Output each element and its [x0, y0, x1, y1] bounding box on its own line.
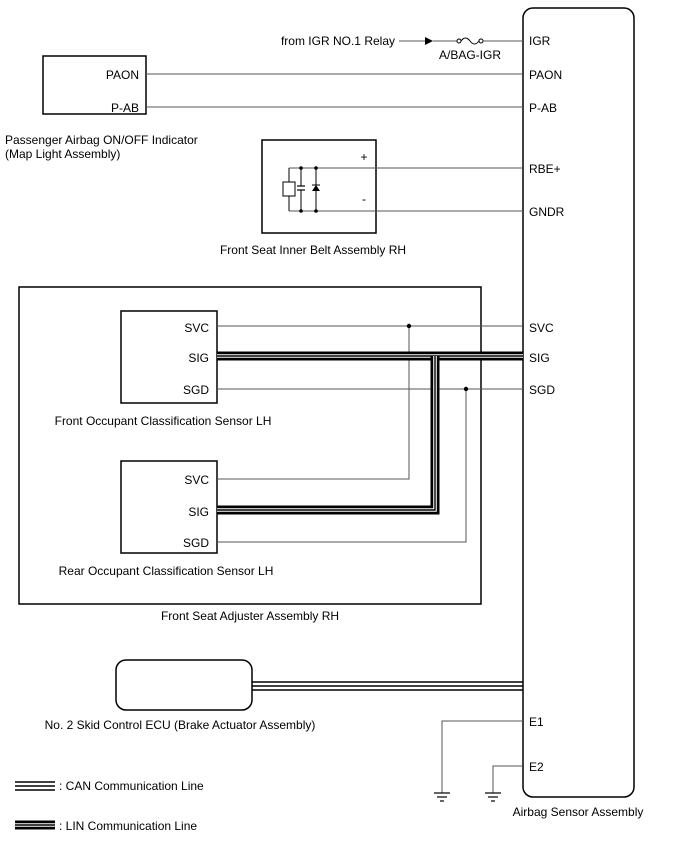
rear-svc-wire	[217, 326, 410, 480]
rear-sensor-pin-sgd: SGD	[183, 536, 209, 550]
front-sensor-pin-sgd: SGD	[183, 383, 209, 397]
indicator-pin-paon: PAON	[106, 68, 139, 82]
legend-can-line-icon	[15, 781, 55, 791]
skid-ecu-can-bus	[252, 681, 523, 691]
ecu-pin-igr: IGR	[529, 34, 551, 48]
indicator-pin-pab: P-AB	[111, 101, 139, 115]
legend-lin-label: : LIN Communication Line	[59, 819, 197, 833]
seat-adjuster-box	[18, 286, 482, 605]
belt-plus-label: +	[360, 150, 367, 164]
rear-sensor-pin-sig: SIG	[188, 505, 209, 519]
fuse-label: A/BAG-IGR	[439, 48, 501, 62]
ecu-pin-sgd: SGD	[529, 383, 555, 397]
seat-adjuster-label: Front Seat Adjuster Assembly RH	[161, 609, 339, 623]
indicator-label-line1: Passenger Airbag ON/OFF Indicator	[5, 133, 198, 147]
legend-can-label: : CAN Communication Line	[59, 779, 204, 793]
svc-junction-dot	[406, 323, 412, 329]
ecu-pin-gndr: GNDR	[529, 205, 565, 219]
front-sensor-pin-sig: SIG	[188, 351, 209, 365]
ecu-pin-e2: E2	[529, 760, 544, 774]
indicator-box	[42, 55, 147, 115]
ecu-pin-e1: E1	[529, 715, 544, 729]
ecu-pin-rbe: RBE+	[529, 162, 561, 176]
rear-sensor-pin-svc: SVC	[184, 473, 209, 487]
power-source-label: from IGR NO.1 Relay	[281, 34, 395, 48]
belt-assembly-label: Front Seat Inner Belt Assembly RH	[220, 243, 406, 257]
sig-lin-bus	[217, 351, 523, 515]
fuse-icon	[460, 37, 480, 45]
airbag-sensor-assembly-label: Airbag Sensor Assembly	[513, 805, 644, 819]
ecu-pin-paon: PAON	[529, 68, 562, 82]
belt-minus-label: -	[362, 192, 366, 206]
power-arrow-icon	[425, 37, 433, 45]
ecu-pin-svc: SVC	[529, 321, 554, 335]
belt-buckle-switch-icon	[282, 166, 320, 213]
rear-sensor-label: Rear Occupant Classification Sensor LH	[59, 564, 274, 578]
e2-ground-wire	[492, 765, 523, 793]
e1-ground-wire	[441, 720, 523, 793]
front-sensor-label: Front Occupant Classification Sensor LH	[55, 414, 272, 428]
ecu-pin-pab: P-AB	[529, 101, 557, 115]
ecu-pin-sig: SIG	[529, 351, 550, 365]
e1-ground-icon	[434, 792, 450, 802]
fuse-terminal-left	[456, 38, 462, 44]
skid-control-ecu-label: No. 2 Skid Control ECU (Brake Actuator A…	[45, 718, 316, 732]
rear-sgd-wire	[217, 389, 467, 543]
airbag-sensor-assembly-box	[522, 7, 635, 798]
e2-ground-icon	[485, 792, 501, 802]
indicator-label-line2: (Map Light Assembly)	[5, 147, 120, 161]
belt-assembly-box	[261, 139, 377, 234]
fuse-terminal-right	[478, 38, 484, 44]
skid-control-ecu-box	[115, 659, 253, 711]
sgd-junction-dot	[463, 386, 469, 392]
front-sensor-pin-svc: SVC	[184, 321, 209, 335]
